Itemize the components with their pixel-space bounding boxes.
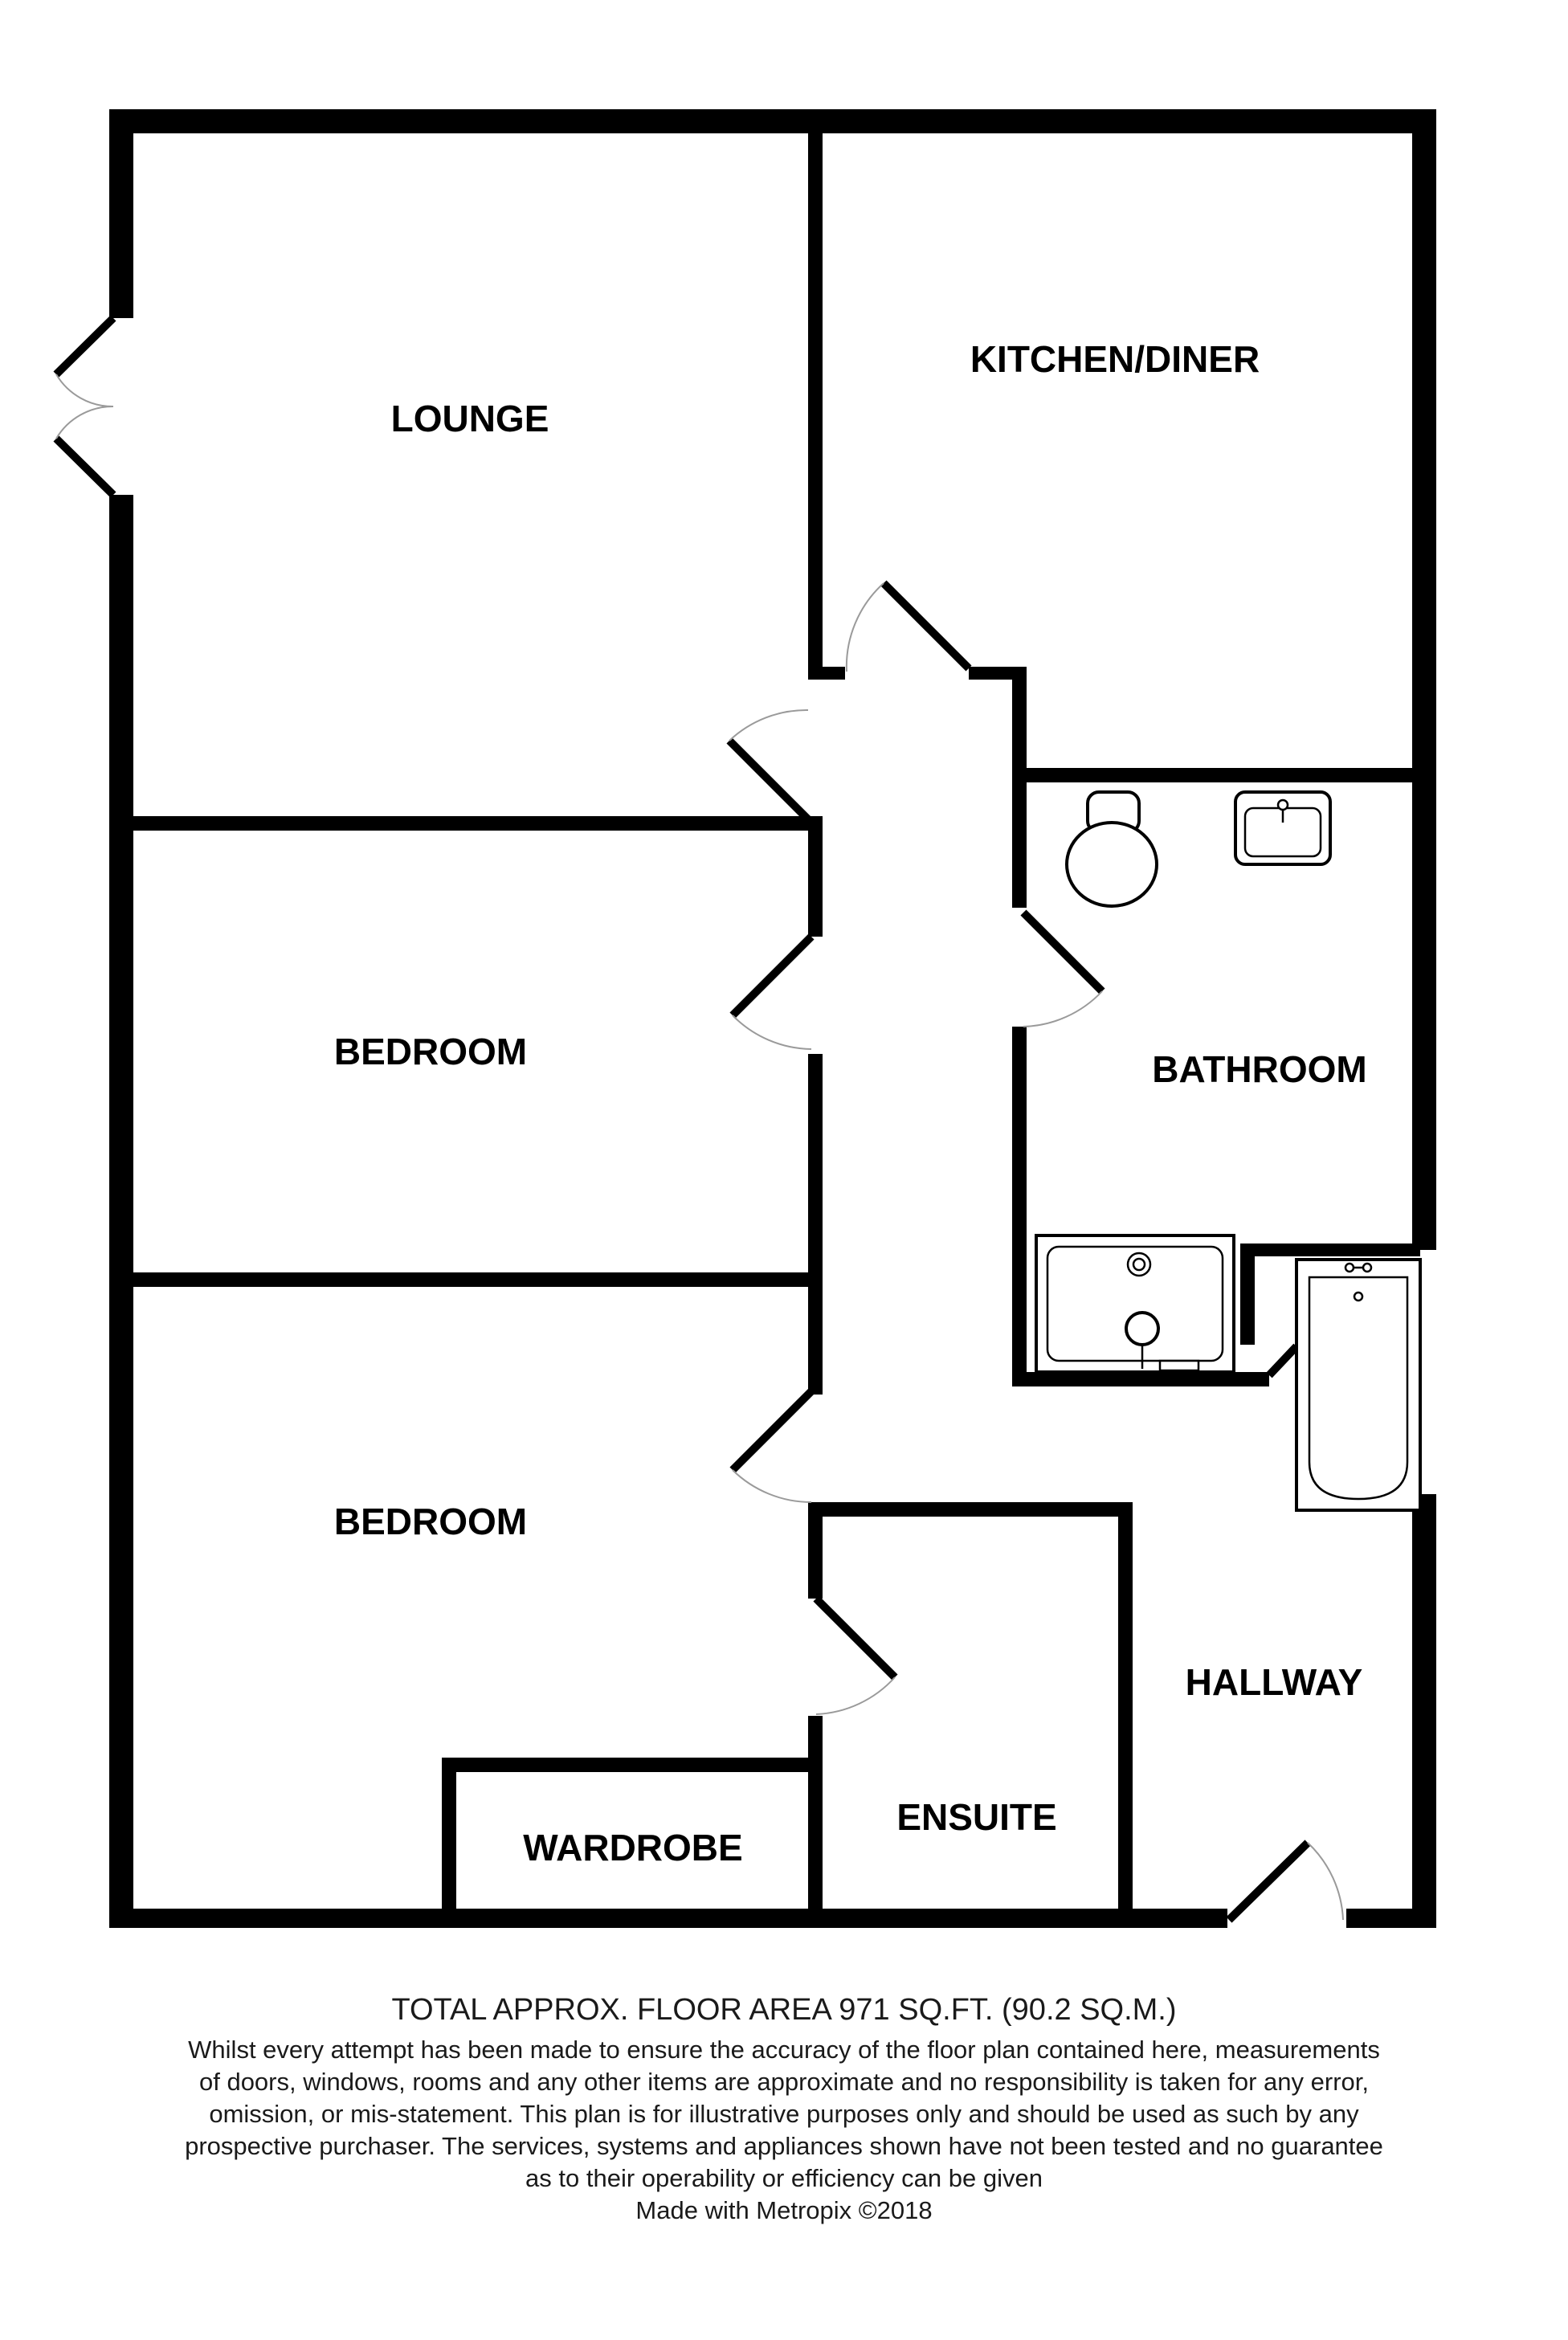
bath-tap-right xyxy=(1362,1262,1373,1273)
bath xyxy=(1295,1258,1422,1512)
shower-head xyxy=(1125,1311,1160,1346)
door-bedroom-1 xyxy=(729,933,815,1050)
footer: TOTAL APPROX. FLOOR AREA 971 SQ.FT. (90.… xyxy=(48,1991,1520,2227)
room-label-bathroom: BATHROOM xyxy=(1152,1048,1366,1090)
wall-bedroom1-bedroom2 xyxy=(120,1272,819,1287)
room-label-lounge: LOUNGE xyxy=(391,398,549,439)
disclaimer-line: Whilst every attempt has been made to en… xyxy=(188,2036,1380,2064)
wall-ensuite-left-upper xyxy=(808,1502,823,1599)
door-kitchen xyxy=(845,580,972,672)
wall-bath-alcove xyxy=(1240,1244,1255,1345)
credit: Made with Metropix ©2018 xyxy=(635,2196,933,2224)
wall-lounge-kitchen xyxy=(808,120,823,667)
disclaimer-line: as to their operability or efficiency ca… xyxy=(525,2164,1043,2192)
bath-inner xyxy=(1308,1276,1409,1501)
room-label-ensuite: ENSUITE xyxy=(896,1796,1056,1838)
outer-wall-left-top xyxy=(109,109,133,318)
wall-bedroom1-right-upper xyxy=(808,816,823,937)
interior-walls xyxy=(120,120,1420,1920)
disclaimer-line: prospective purchaser. The services, sys… xyxy=(185,2132,1383,2160)
room-label-bedroom-1: BEDROOM xyxy=(334,1031,527,1072)
room-label-bedroom-2: BEDROOM xyxy=(334,1501,527,1542)
disclaimer-line: of doors, windows, rooms and any other i… xyxy=(198,2068,1369,2096)
disclaimer-line: omission, or mis-statement. This plan is… xyxy=(209,2100,1359,2128)
wall-hall-right-upper xyxy=(1012,667,1027,908)
outer-wall-bottom-left xyxy=(109,1909,1227,1928)
bath-drain xyxy=(1353,1291,1364,1302)
wall-hall-right-lower xyxy=(1012,1027,1027,1386)
outer-wall-right-top xyxy=(1412,109,1436,1250)
basin-tap xyxy=(1276,798,1289,811)
wall-ensuite-right xyxy=(1118,1502,1133,1920)
outer-wall-right-bottom xyxy=(1412,1494,1436,1928)
door-lounge xyxy=(726,709,811,823)
floor-plan: LOUNGE KITCHEN/DINER BEDROOM BATHROOM BE… xyxy=(53,109,1436,1928)
wall-ensuite-top xyxy=(808,1502,1133,1517)
room-label-wardrobe: WARDROBE xyxy=(523,1827,742,1868)
bath-tap-left xyxy=(1344,1262,1355,1273)
door-entrance xyxy=(1226,1840,1344,1923)
wall-bath-alcove-top xyxy=(1240,1244,1420,1256)
room-label-kitchen-diner: KITCHEN/DINER xyxy=(970,338,1260,380)
room-label-hallway: HALLWAY xyxy=(1186,1661,1363,1703)
door-bathroom xyxy=(1020,909,1105,1027)
shower-control xyxy=(1158,1359,1200,1372)
shower-tray xyxy=(1035,1234,1235,1374)
outer-walls xyxy=(109,109,1436,1928)
door-bath-alcove xyxy=(1266,1343,1300,1378)
total-floor-area: TOTAL APPROX. FLOOR AREA 971 SQ.FT. (90.… xyxy=(391,1993,1177,2027)
wall-bedroom1-right-lower xyxy=(808,1054,823,1395)
toilet-bowl xyxy=(1065,821,1158,908)
disclaimer: Whilst every attempt has been made to en… xyxy=(48,2034,1520,2195)
outer-wall-left-bottom xyxy=(109,495,133,1928)
outer-wall-top xyxy=(109,109,1436,133)
wall-lounge-bedroom xyxy=(120,816,819,831)
door-ensuite xyxy=(813,1595,898,1715)
doors xyxy=(53,315,1344,1923)
wall-bathroom-bottom xyxy=(1012,1372,1269,1386)
wall-wardrobe-left xyxy=(442,1758,456,1918)
wall-kitchen-bathroom xyxy=(1012,768,1420,782)
french-door-lounge xyxy=(53,315,116,498)
wall-ensuite-left-lower xyxy=(808,1716,823,1920)
toilet xyxy=(1065,790,1158,908)
door-bedroom-2 xyxy=(729,1388,815,1503)
wall-wardrobe-top xyxy=(442,1758,819,1772)
wash-basin xyxy=(1234,790,1332,866)
shower-tray-inner xyxy=(1046,1245,1224,1362)
wall-kitchen-stub xyxy=(808,667,845,680)
